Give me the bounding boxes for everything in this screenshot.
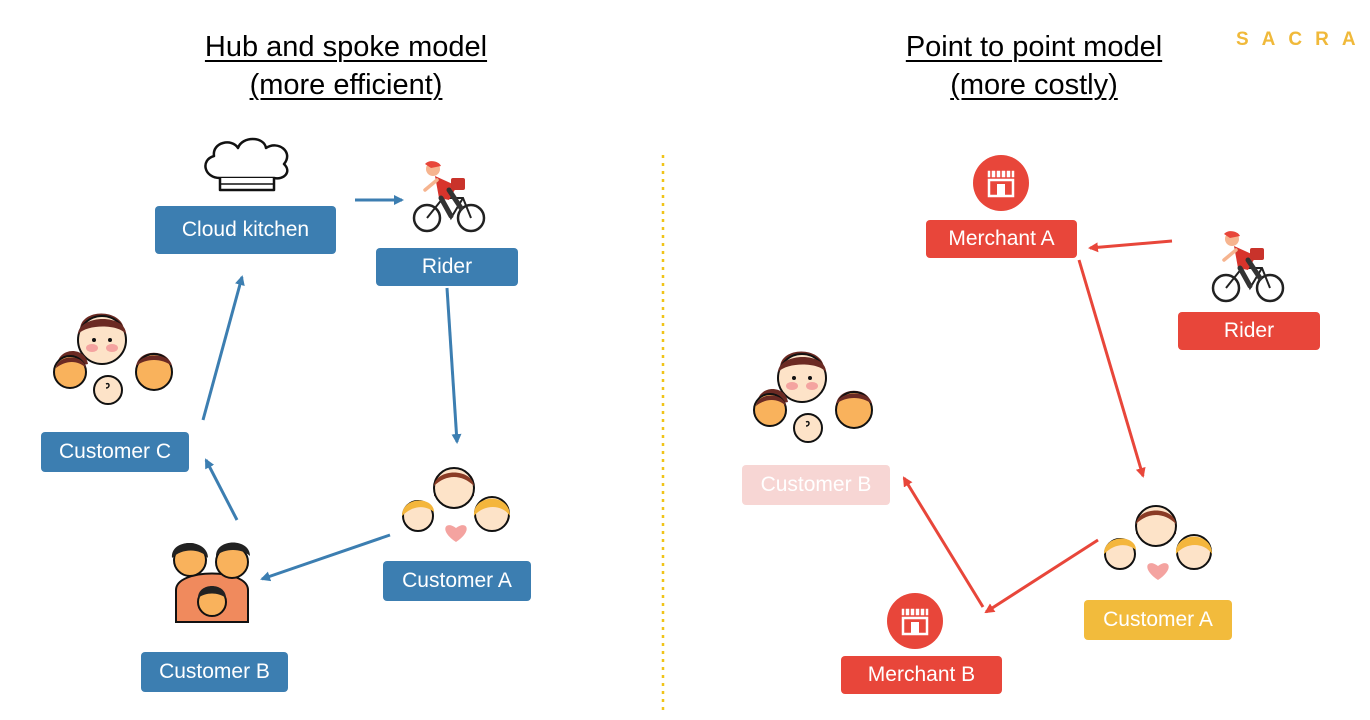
family-icon	[171, 542, 250, 623]
node-cloud-kitchen: Cloud kitchen	[155, 206, 336, 254]
brand-logo: SACRA	[1236, 29, 1369, 50]
node-merchant-a: Merchant A	[926, 220, 1077, 258]
arrow-rider-to-merchant-a	[1088, 239, 1173, 253]
node-customer-c: Customer C	[41, 432, 189, 472]
point-to-point-title: Point to point model (more costly)	[854, 28, 1214, 104]
family-icon	[1104, 505, 1212, 580]
cyclist-icon	[1211, 231, 1285, 303]
arrow-merchant-b-to-customer-b	[902, 476, 985, 608]
arrow-customer-b-to-customer-c	[204, 458, 239, 521]
arrow-customer-a-to-customer-b	[260, 533, 391, 582]
cyclist-icon	[412, 161, 486, 233]
arrow-merchant-a-to-customer-a	[1077, 259, 1146, 478]
hub-spoke-title: Hub and spoke model (more efficient)	[166, 28, 526, 104]
family-icon	[53, 313, 173, 405]
arrow-customer-c-to-kitchen	[201, 275, 245, 421]
storefront-icon	[973, 155, 1029, 211]
node-rider-p2p: Rider	[1178, 312, 1320, 350]
storefront-icon	[887, 593, 943, 649]
arrow-rider-to-customer-a	[445, 287, 462, 444]
point-to-point-title-line1: Point to point model	[905, 31, 1163, 63]
chef-hat-icon	[204, 137, 289, 192]
family-icon	[402, 467, 510, 542]
node-rider: Rider	[376, 248, 518, 286]
node-customer-b-p2p: Customer B	[742, 465, 890, 505]
family-icon	[753, 351, 873, 443]
node-merchant-b: Merchant B	[841, 656, 1002, 694]
node-customer-a: Customer A	[383, 561, 531, 601]
arrow-customer-a-to-merchant-b	[984, 538, 1099, 614]
point-to-point-title-line2: (more costly)	[950, 69, 1118, 101]
node-customer-b: Customer B	[141, 652, 288, 692]
hub-spoke-title-line1: Hub and spoke model	[204, 31, 488, 63]
hub-spoke-title-line2: (more efficient)	[249, 69, 443, 101]
node-customer-a-p2p: Customer A	[1084, 600, 1232, 640]
